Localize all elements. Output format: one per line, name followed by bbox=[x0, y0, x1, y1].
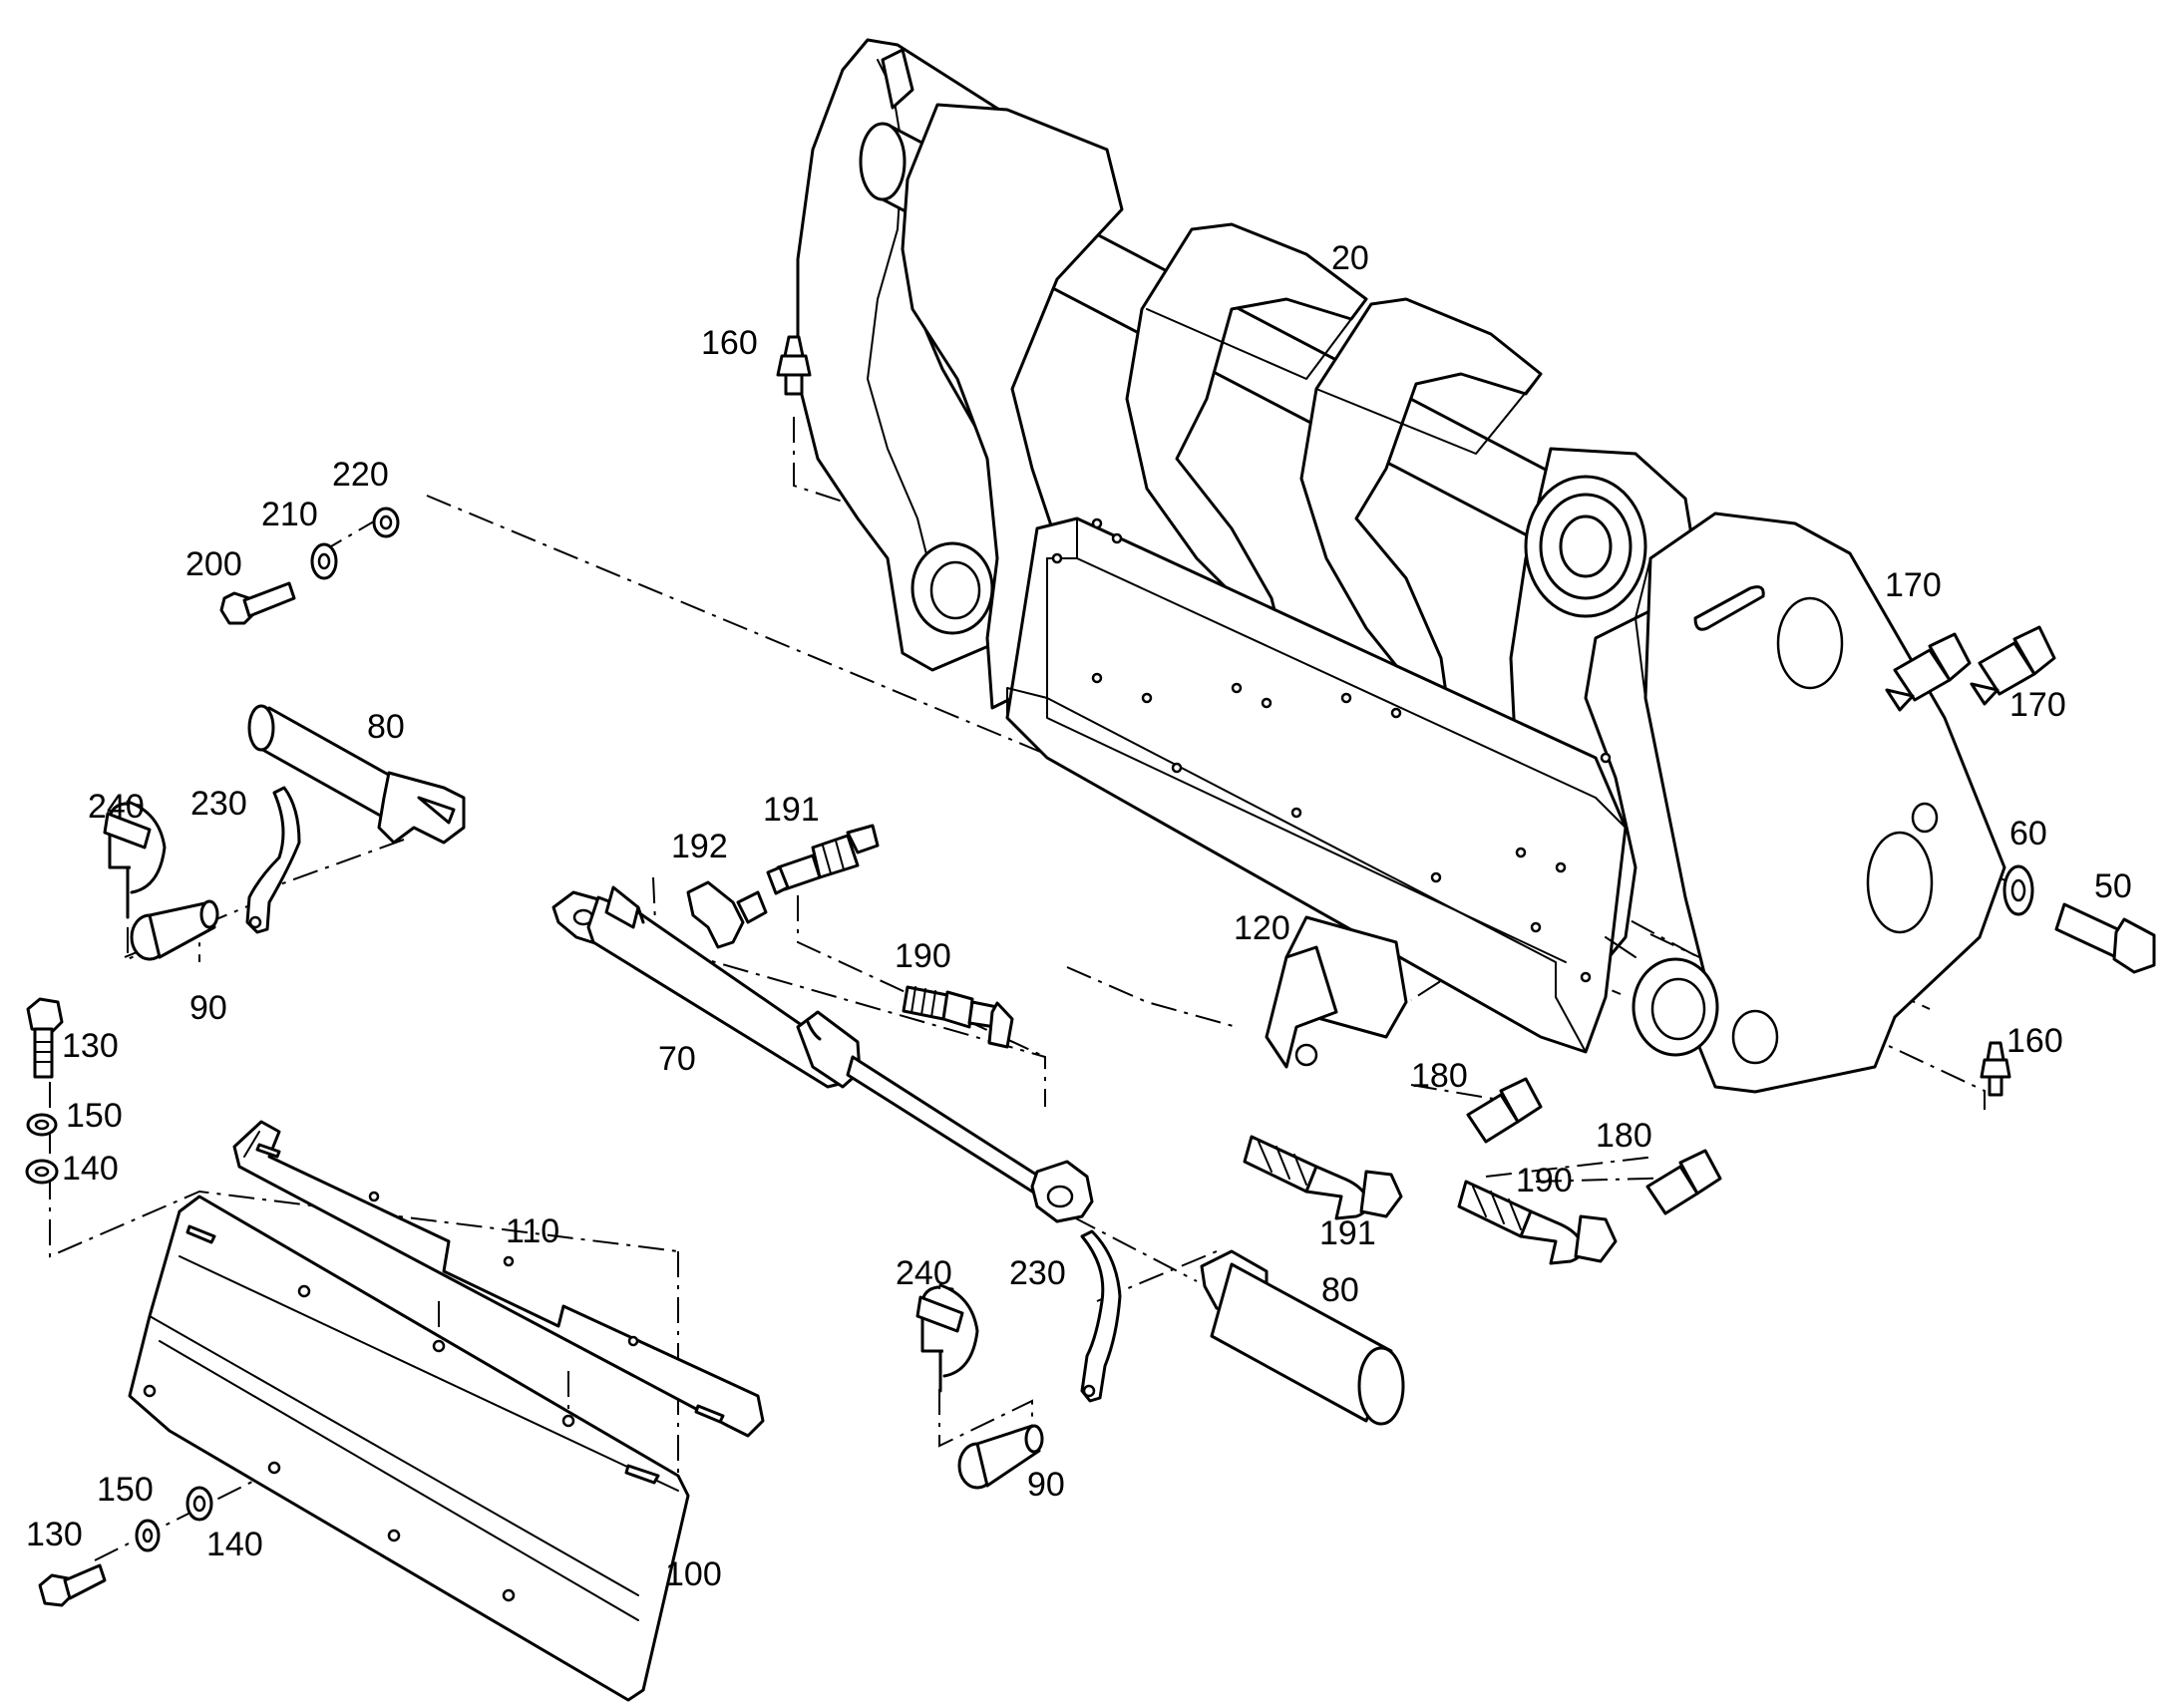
callout-180-b: 180 bbox=[1596, 1117, 1652, 1155]
lynch-pin-240-right bbox=[915, 1283, 979, 1393]
fitting-180-a bbox=[1466, 1077, 1543, 1144]
callout-130-top: 130 bbox=[62, 1027, 119, 1065]
cover-strip-110 bbox=[232, 1120, 765, 1438]
hose-191-right bbox=[1243, 1135, 1403, 1220]
grease-nipple-top bbox=[776, 335, 812, 396]
callout-140-top: 140 bbox=[62, 1150, 119, 1188]
callout-230-left: 230 bbox=[190, 785, 247, 823]
callout-210: 210 bbox=[261, 496, 318, 533]
fitting-180-b bbox=[1645, 1149, 1722, 1215]
clevis-pin-90-right bbox=[957, 1424, 1044, 1490]
bore-upper bbox=[1776, 596, 1844, 690]
callout-60: 60 bbox=[2009, 815, 2047, 853]
callout-180-a: 180 bbox=[1411, 1057, 1468, 1095]
bolt-130-top bbox=[26, 997, 64, 1079]
hose-190-right bbox=[1457, 1180, 1618, 1265]
pin-80-left bbox=[247, 704, 466, 845]
clevis-pin-90-left bbox=[130, 899, 219, 961]
callout-130-bottom: 130 bbox=[26, 1516, 83, 1553]
callout-80-right: 80 bbox=[1321, 1271, 1359, 1309]
slot bbox=[1693, 585, 1765, 631]
callout-80-left: 80 bbox=[367, 708, 405, 746]
callout-190-right: 190 bbox=[1516, 1162, 1573, 1199]
leader-line bbox=[797, 895, 1046, 1058]
callout-labels: 20 50 60 70 80 80 90 90 100 110 120 130 … bbox=[26, 239, 2132, 1593]
bolt-130-bottom bbox=[38, 1563, 107, 1607]
lever-230-left bbox=[245, 786, 301, 934]
callout-90-left: 90 bbox=[189, 989, 227, 1027]
callout-70: 70 bbox=[658, 1040, 696, 1078]
coupler-frame bbox=[796, 38, 2006, 1094]
fitting-170-a bbox=[1885, 632, 1972, 712]
callout-192: 192 bbox=[671, 828, 728, 865]
callout-100: 100 bbox=[665, 1555, 722, 1593]
callout-160-top: 160 bbox=[701, 324, 758, 362]
fitting-170-b bbox=[1970, 625, 2056, 706]
right-side-plate bbox=[1643, 512, 2006, 1094]
fitting-191-top bbox=[766, 824, 880, 895]
cover-plate-100 bbox=[128, 1195, 690, 1702]
callout-240-left: 240 bbox=[88, 788, 145, 826]
lever-230-right bbox=[1080, 1229, 1122, 1403]
callout-150-bottom: 150 bbox=[97, 1471, 154, 1509]
leader-line bbox=[652, 876, 1046, 1107]
callout-220: 220 bbox=[332, 456, 389, 494]
bolt-200 bbox=[219, 581, 296, 625]
leader-line bbox=[1410, 906, 1557, 1001]
leader-line bbox=[1485, 1156, 1656, 1178]
leader-line bbox=[938, 1389, 1033, 1448]
hydraulic-cylinder bbox=[551, 885, 1094, 1223]
callout-90-right: 90 bbox=[1027, 1466, 1065, 1504]
leader-line bbox=[1649, 933, 1986, 1110]
grease-nipple-right bbox=[1980, 1041, 2011, 1097]
callout-191-top: 191 bbox=[763, 791, 820, 829]
callout-170-lower: 170 bbox=[2009, 686, 2066, 724]
callout-240-right: 240 bbox=[896, 1254, 952, 1292]
leader-line bbox=[94, 1470, 275, 1561]
callout-110: 110 bbox=[506, 1212, 559, 1250]
callout-230-right: 230 bbox=[1009, 1254, 1066, 1292]
quick-coupling-190 bbox=[902, 985, 1014, 1049]
callout-170-upper: 170 bbox=[1885, 566, 1942, 604]
callout-160-right: 160 bbox=[2006, 1022, 2063, 1060]
callout-191-right: 191 bbox=[1319, 1214, 1376, 1252]
callout-50: 50 bbox=[2094, 867, 2132, 905]
leader-line bbox=[793, 417, 1018, 559]
lug bbox=[881, 48, 914, 110]
leader-line bbox=[1066, 966, 1238, 1028]
bore-lower bbox=[1866, 831, 1934, 934]
callout-200: 200 bbox=[185, 545, 242, 583]
locking-block bbox=[1265, 915, 1408, 1069]
callout-190-center: 190 bbox=[895, 937, 951, 975]
pin-80-right bbox=[1200, 1249, 1405, 1426]
lynch-pin-240-left bbox=[103, 800, 167, 919]
callout-140-bottom: 140 bbox=[206, 1526, 263, 1563]
leader-line bbox=[1071, 1215, 1198, 1282]
elbow-192 bbox=[686, 880, 768, 949]
callout-20: 20 bbox=[1331, 239, 1369, 277]
bolt-50 bbox=[2054, 902, 2156, 974]
callout-120: 120 bbox=[1234, 909, 1290, 947]
callout-150-top: 150 bbox=[66, 1097, 123, 1135]
